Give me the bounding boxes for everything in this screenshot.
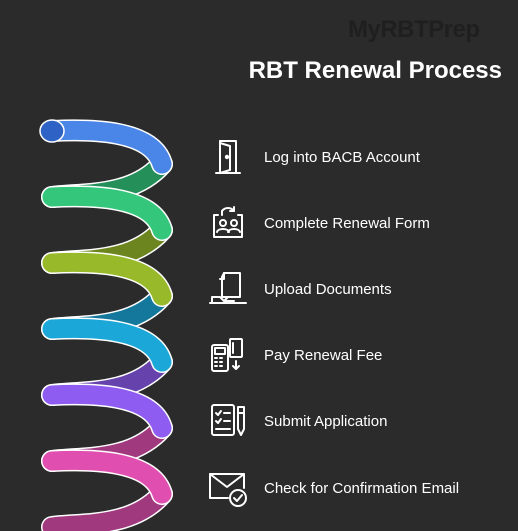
step-upload-documents: Upload Documents: [206, 267, 392, 311]
step-label: Submit Application: [264, 412, 388, 430]
spring-front-strand: [42, 384, 172, 438]
step-label: Log into BACB Account: [264, 148, 420, 166]
spring-top-end: [39, 119, 65, 143]
user-swap-form-icon: [206, 201, 250, 245]
spring-coil-graphic: [39, 119, 173, 531]
payment-terminal-icon: [206, 333, 250, 377]
spring-back-strand: [42, 484, 172, 531]
watermark-brand: MyRBTPrep: [348, 16, 480, 43]
spring-front-strand: [42, 252, 172, 306]
step-log-into-bacb: Log into BACB Account: [206, 135, 420, 179]
email-check-icon: [206, 466, 250, 510]
spring-front-strand: [42, 120, 172, 174]
door-login-icon: [206, 135, 250, 179]
step-pay-renewal-fee: Pay Renewal Fee: [206, 333, 382, 377]
spring-front-strand: [42, 186, 172, 240]
step-label: Check for Confirmation Email: [264, 479, 460, 497]
page-title: RBT Renewal Process: [248, 57, 502, 84]
checklist-pen-icon: [206, 399, 250, 443]
step-label: Complete Renewal Form: [264, 214, 430, 232]
step-label: Upload Documents: [264, 280, 392, 298]
step-submit-application: Submit Application: [206, 399, 387, 443]
spring-front-strands: [41, 119, 173, 505]
step-check-confirmation-email: Check for Confirmation Email: [206, 466, 459, 510]
step-label: Pay Renewal Fee: [264, 346, 383, 364]
step-complete-renewal-form: Complete Renewal Form: [206, 201, 430, 245]
upload-document-icon: [206, 267, 250, 311]
spring-front-strand: [42, 450, 172, 504]
spring-front-strand: [42, 318, 172, 372]
